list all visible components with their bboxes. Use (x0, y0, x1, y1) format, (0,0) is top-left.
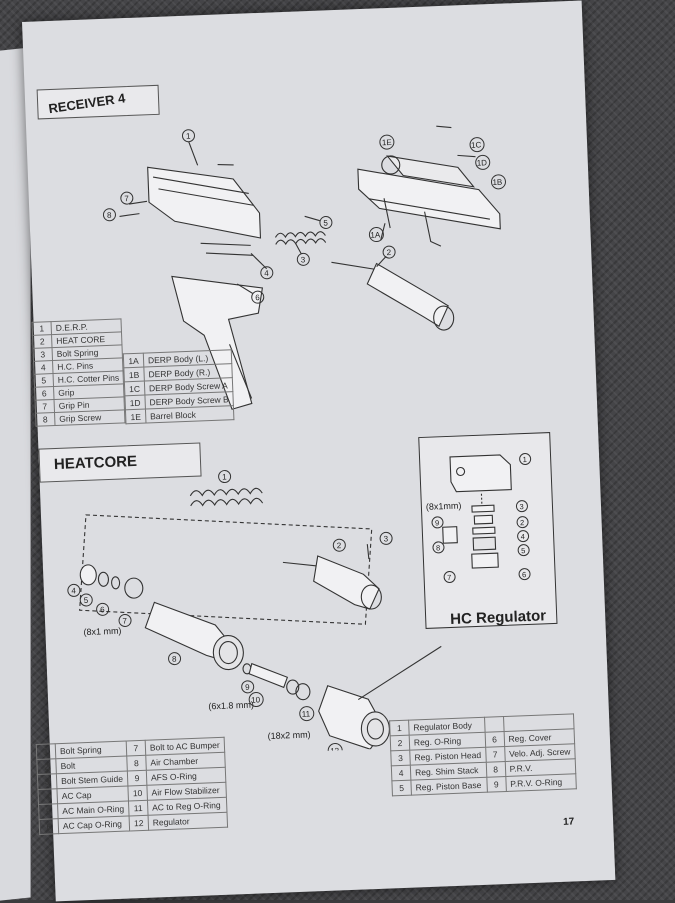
svg-text:9: 9 (245, 683, 250, 692)
svg-text:1: 1 (222, 472, 227, 481)
svg-text:5: 5 (323, 218, 328, 227)
part-name: AC Cap O-Ring (58, 816, 129, 834)
callout-8x1: (8x1 mm) (83, 626, 121, 637)
part-name: Barrel Block (145, 406, 234, 423)
part-number: 5 (39, 804, 59, 820)
part-number: 1 (36, 744, 56, 760)
svg-text:11: 11 (302, 709, 311, 718)
svg-text:2: 2 (386, 248, 391, 257)
svg-text:4: 4 (264, 269, 269, 278)
hc-regulator-inset: 1 2 3 4 5 6 7 8 9 (8x1mm) (418, 432, 557, 629)
svg-text:1C: 1C (471, 140, 482, 149)
part-number: 5 (34, 374, 53, 388)
part-number: 4 (38, 789, 58, 805)
part-number: 2 (37, 759, 57, 775)
part-name: Reg. Piston Base (411, 777, 487, 795)
callout-8x1-regulator: (8x1mm) (426, 500, 462, 511)
svg-text:2: 2 (520, 518, 525, 527)
svg-text:1: 1 (186, 132, 191, 141)
part-number: 2 (33, 335, 52, 349)
part-number: 9 (127, 770, 147, 786)
part-name: P.R.V. O-Ring (505, 774, 576, 792)
svg-text:12: 12 (330, 746, 340, 755)
part-number: 5 (392, 780, 412, 796)
part-number: 1B (124, 367, 144, 382)
svg-text:1A: 1A (370, 230, 381, 239)
part-number: 1C (124, 381, 144, 396)
part-number: 1E (125, 409, 145, 424)
svg-text:8: 8 (172, 655, 177, 664)
part-number: 4 (391, 765, 411, 781)
svg-text:3: 3 (519, 502, 524, 511)
part-number: 11 (128, 800, 148, 816)
svg-text:1: 1 (522, 455, 527, 464)
part-number: 10 (128, 785, 148, 801)
svg-text:5: 5 (521, 546, 526, 555)
part-number: 1A (123, 353, 143, 368)
svg-text:1B: 1B (492, 178, 502, 187)
page-number: 17 (563, 816, 575, 827)
part-number: 12 (129, 815, 149, 831)
svg-text:8: 8 (107, 211, 112, 220)
svg-text:1E: 1E (382, 138, 392, 147)
svg-text:1D: 1D (477, 158, 488, 167)
callout-6x18: (6x1.8 mm) (208, 700, 254, 712)
svg-text:4: 4 (520, 532, 525, 541)
part-number: 9 (486, 776, 506, 792)
part-number: 7 (35, 400, 54, 414)
part-name: Grip Screw (55, 410, 126, 426)
svg-text:8: 8 (436, 543, 441, 552)
svg-text:4: 4 (71, 586, 76, 595)
part-number: 3 (391, 750, 411, 766)
svg-text:7: 7 (447, 573, 452, 582)
svg-text:3: 3 (383, 534, 388, 543)
part-number: 1D (125, 395, 145, 410)
part-number: 4 (34, 361, 53, 375)
part-number: 8 (36, 413, 55, 427)
part-number (484, 717, 504, 733)
part-number: 6 (35, 387, 54, 401)
manual-page: RECEIVER 4 (22, 1, 615, 902)
part-number: 1 (32, 322, 51, 336)
part-number: 3 (37, 774, 57, 790)
part-number: 2 (390, 735, 410, 751)
callout-18x2: (18x2 mm) (267, 729, 310, 741)
hc-regulator-diagram: 1 2 3 4 5 6 7 8 9 (419, 433, 555, 608)
part-number: 8 (127, 755, 147, 771)
svg-text:2: 2 (337, 541, 342, 550)
part-number: 8 (486, 762, 506, 778)
svg-text:7: 7 (122, 616, 127, 625)
svg-text:5: 5 (84, 596, 89, 605)
part-number: 1 (390, 720, 410, 736)
svg-text:3: 3 (301, 255, 306, 264)
part-number: 6 (485, 732, 505, 748)
svg-text:7: 7 (124, 194, 129, 203)
svg-text:9: 9 (435, 518, 440, 527)
part-number: 3 (33, 348, 52, 362)
svg-text:6: 6 (522, 570, 527, 579)
part-number: 6 (39, 819, 59, 835)
part-name: Regulator (148, 812, 227, 830)
part-number: 7 (126, 740, 146, 756)
svg-text:6: 6 (100, 605, 105, 614)
previous-page-edge (0, 47, 31, 902)
part-number: 7 (485, 747, 505, 763)
